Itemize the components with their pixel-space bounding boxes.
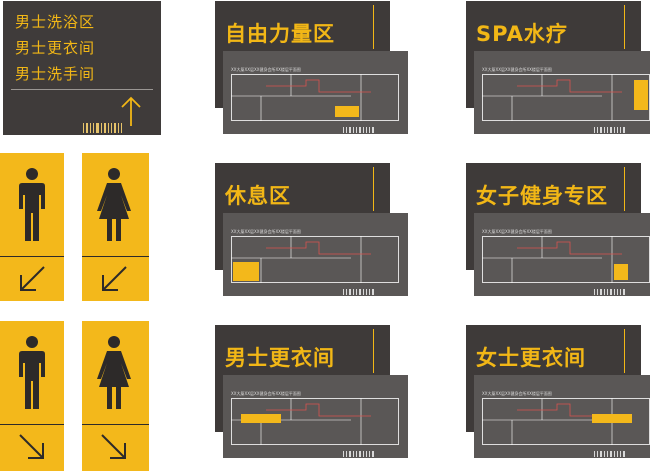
- floor-map-panel: XX大厦XX层XX健身会所XX楼层平面图: [474, 51, 650, 134]
- barcode-decoration: [594, 127, 625, 133]
- divider: [624, 5, 625, 49]
- female-restroom-sign-right: [82, 321, 149, 471]
- floor-map-panel: XX大厦XX层XX健身会所XX楼层平面图: [474, 375, 650, 458]
- divider: [373, 5, 374, 49]
- barcode-decoration: [83, 123, 122, 133]
- directory-line-locker: 男士更衣间: [15, 39, 96, 57]
- female-icon: [97, 168, 131, 241]
- floor-plan-map: [482, 236, 650, 283]
- map-caption: XX大厦XX层XX健身会所XX楼层平面图: [231, 67, 301, 72]
- floor-map-panel: XX大厦XX层XX健身会所XX楼层平面图: [223, 213, 408, 296]
- directory-line-restroom: 男士洗手间: [15, 65, 96, 83]
- divider: [82, 256, 149, 257]
- floor-plan-map: [482, 398, 650, 445]
- arrow-down-right-icon: [19, 434, 44, 459]
- floor-plan-map: [482, 74, 650, 121]
- arrow-down-left-icon: [102, 266, 127, 291]
- male-icon: [19, 336, 45, 409]
- divider: [373, 329, 374, 373]
- barcode-decoration: [343, 127, 374, 133]
- divider: [373, 167, 374, 211]
- barcode-decoration: [594, 289, 625, 295]
- zone-sign-women: 女子健身专区 XX大厦XX层XX健身会所XX楼层平面图: [466, 163, 650, 298]
- zone-title: 男士更衣间: [225, 346, 335, 370]
- floor-plan-map: [231, 74, 399, 121]
- floor-plan-map: [231, 398, 399, 445]
- male-icon: [19, 168, 45, 241]
- floor-plan-map: [231, 236, 399, 283]
- male-restroom-sign-right: [0, 321, 64, 471]
- directory-sign: 男士洗浴区 男士更衣间 男士洗手间: [3, 1, 161, 135]
- zone-title: 自由力量区: [225, 22, 335, 46]
- zone-sign-male-locker: 男士更衣间 XX大厦XX层XX健身会所XX楼层平面图: [215, 325, 410, 460]
- zone-sign-free-weight: 自由力量区 XX大厦XX层XX健身会所XX楼层平面图: [215, 1, 410, 136]
- zone-title: 女士更衣间: [476, 346, 586, 370]
- female-icon: [97, 336, 131, 409]
- directory-line-bath: 男士洗浴区: [15, 13, 96, 31]
- zone-sign-female-locker: 女士更衣间 XX大厦XX层XX健身会所XX楼层平面图: [466, 325, 650, 460]
- floor-map-panel: XX大厦XX层XX健身会所XX楼层平面图: [223, 51, 408, 134]
- zone-title: 休息区: [225, 184, 291, 208]
- divider: [11, 89, 153, 90]
- arrow-down-right-icon: [101, 434, 126, 459]
- divider: [82, 424, 149, 425]
- floor-map-panel: XX大厦XX层XX健身会所XX楼层平面图: [474, 213, 650, 296]
- divider: [624, 329, 625, 373]
- zone-sign-rest: 休息区 XX大厦XX层XX健身会所XX楼层平面图: [215, 163, 410, 298]
- barcode-decoration: [343, 451, 374, 457]
- map-caption: XX大厦XX层XX健身会所XX楼层平面图: [231, 229, 301, 234]
- map-caption: XX大厦XX层XX健身会所XX楼层平面图: [231, 391, 301, 396]
- divider: [624, 167, 625, 211]
- map-caption: XX大厦XX层XX健身会所XX楼层平面图: [482, 67, 552, 72]
- floor-map-panel: XX大厦XX层XX健身会所XX楼层平面图: [223, 375, 408, 458]
- divider: [0, 424, 64, 425]
- arrow-up-icon: [121, 96, 141, 126]
- map-caption: XX大厦XX层XX健身会所XX楼层平面图: [482, 391, 552, 396]
- barcode-decoration: [343, 289, 374, 295]
- map-caption: XX大厦XX层XX健身会所XX楼层平面图: [482, 229, 552, 234]
- arrow-down-left-icon: [20, 266, 45, 291]
- female-restroom-sign-left: [82, 153, 149, 301]
- zone-title: 女子健身专区: [476, 184, 608, 208]
- divider: [0, 256, 64, 257]
- zone-title: SPA水疗: [476, 22, 568, 46]
- zone-sign-spa: SPA水疗 XX大厦XX层XX健身会所XX楼层平面图: [466, 1, 650, 136]
- barcode-decoration: [594, 451, 625, 457]
- male-restroom-sign-left: [0, 153, 64, 301]
